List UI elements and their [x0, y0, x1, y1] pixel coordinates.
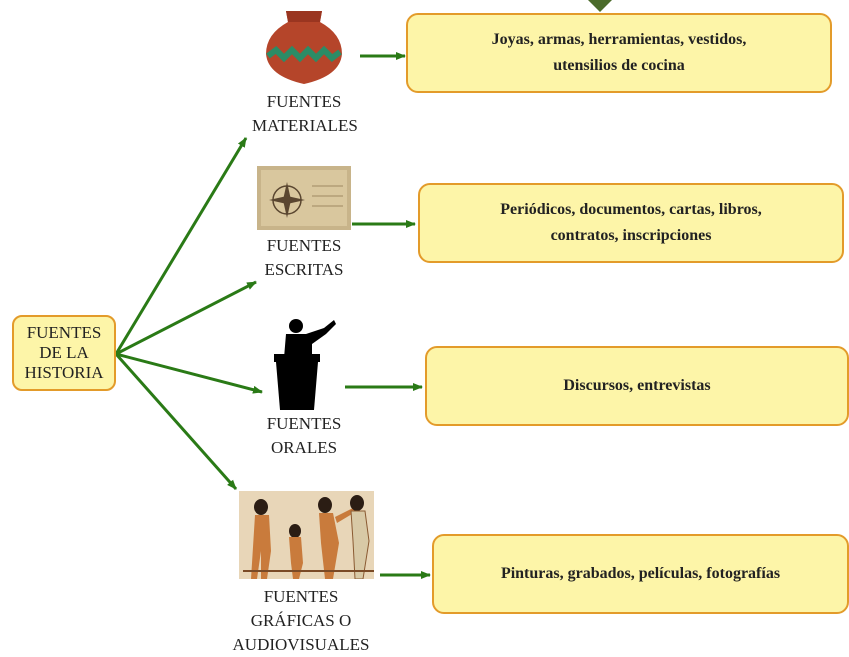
- root-node-label: FUENTES DE LA HISTORIA: [24, 323, 104, 382]
- result-text-escritas: Periódicos, documentos, cartas, libros, …: [500, 201, 762, 244]
- arrow-root-to-graficas: [114, 353, 238, 490]
- result-box-graficas: Pinturas, grabados, películas, fotografí…: [432, 534, 849, 614]
- egyptian-mural-icon: [239, 491, 374, 579]
- speaker-podium-icon: [274, 319, 336, 410]
- source-label-graficas: FUENTES GRÁFICAS O AUDIOVISUALES: [232, 587, 370, 654]
- result-box-escritas: Periódicos, documentos, cartas, libros, …: [418, 183, 844, 263]
- source-label-materiales: FUENTES MATERIALES: [252, 92, 358, 135]
- arrow-root-to-materiales: [114, 137, 248, 355]
- source-label-escritas: FUENTES ESCRITAS: [264, 236, 344, 279]
- root-node-fuentes-historia: FUENTES DE LA HISTORIA: [12, 315, 116, 391]
- clay-pot-icon: [266, 11, 342, 84]
- parchment-compass-icon: [257, 166, 351, 230]
- result-text-orales: Discursos, entrevistas: [563, 377, 711, 394]
- source-label-orales: FUENTES ORALES: [266, 414, 342, 457]
- arrow-root-to-escritas: [115, 280, 257, 356]
- top-marker-icon: [588, 0, 612, 12]
- arrow-root-to-orales: [115, 352, 263, 394]
- result-box-orales: Discursos, entrevistas: [425, 346, 849, 426]
- result-text-materiales: Joyas, armas, herramientas, vestidos, ut…: [491, 31, 747, 74]
- result-text-graficas: Pinturas, grabados, películas, fotografí…: [500, 565, 781, 582]
- result-box-materiales: Joyas, armas, herramientas, vestidos, ut…: [406, 13, 832, 93]
